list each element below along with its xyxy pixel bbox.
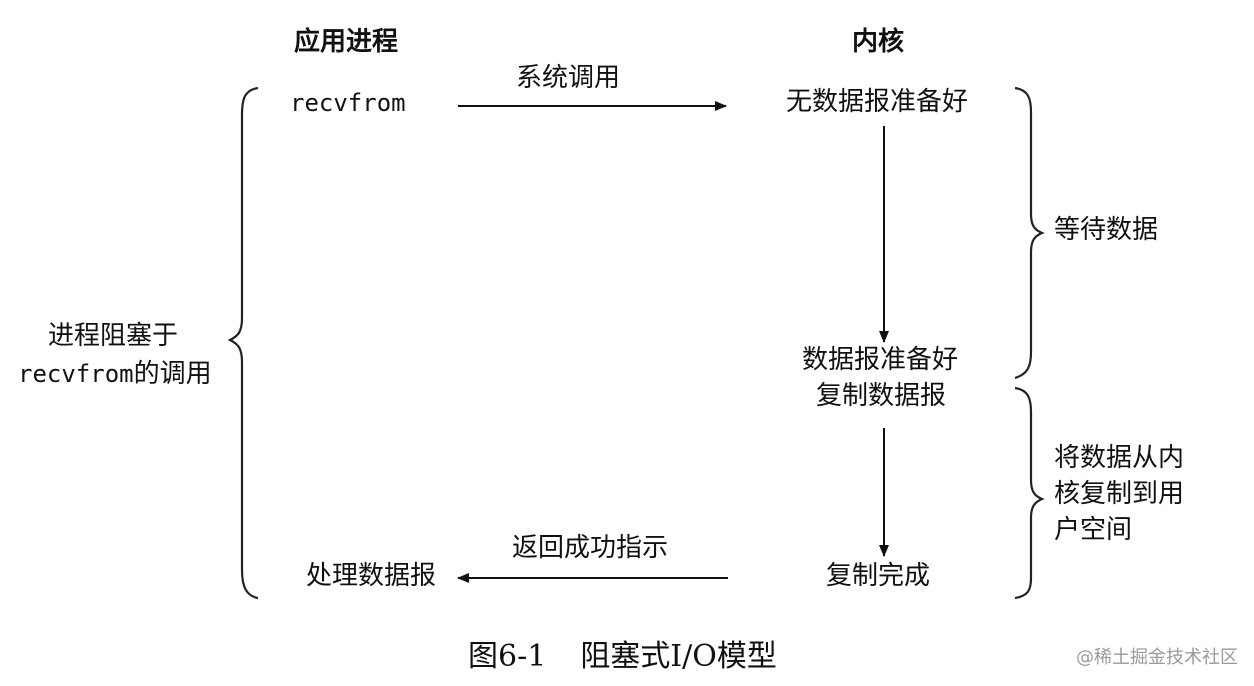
wait-data-label: 等待数据 <box>1054 215 1159 245</box>
copy-datagram-label: 复制数据报 <box>816 381 947 411</box>
syscall-label: 系统调用 <box>516 63 621 93</box>
wait-data-brace <box>1014 86 1045 380</box>
figure-caption: 图6-1 阻塞式I/O模型 <box>468 639 777 675</box>
figure-title: 阻塞式I/O模型 <box>580 639 777 674</box>
app-process-header: 应用进程 <box>294 27 399 57</box>
kernel-header: 内核 <box>852 27 905 57</box>
no-datagram-ready-label: 无数据报准备好 <box>786 87 969 117</box>
copy-data-label-line2: 核复制到用 <box>1054 479 1185 509</box>
left-brace <box>227 86 259 600</box>
copy-data-label-line3: 户空间 <box>1054 515 1133 545</box>
blocked-label-line1: 进程阻塞于 <box>48 321 179 351</box>
blocked-label-line2: recvfrom的调用 <box>18 359 212 390</box>
watermark: @稀土掘金技术社区 <box>1076 647 1238 668</box>
datagram-ready-label: 数据报准备好 <box>802 345 959 375</box>
process-datagram-label: 处理数据报 <box>306 561 437 591</box>
recvfrom-call: recvfrom <box>290 89 406 117</box>
blocked-label-recvfrom: recvfrom <box>18 360 134 388</box>
copy-complete-label: 复制完成 <box>826 561 931 591</box>
blocked-label-suffix: 的调用 <box>133 359 212 389</box>
figure-number: 图6-1 <box>468 639 547 674</box>
copy-data-label-line1: 将数据从内 <box>1054 443 1185 473</box>
copy-data-brace <box>1014 386 1045 600</box>
return-ok-label: 返回成功指示 <box>512 533 669 563</box>
